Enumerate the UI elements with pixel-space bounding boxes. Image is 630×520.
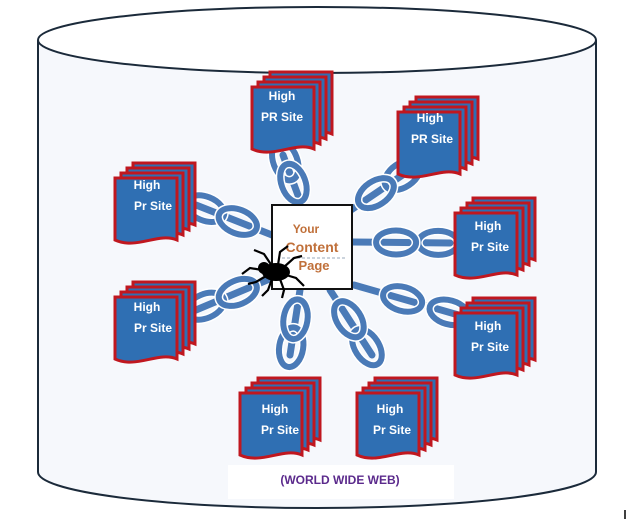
site-label-line2: PR Site (411, 132, 453, 146)
site-label-line2: Pr Site (471, 340, 509, 354)
site-label-line1: High (262, 402, 289, 416)
site-top: High PR Site (250, 70, 334, 154)
site-label-line1: High (475, 319, 502, 333)
site-label-line2: Pr Site (134, 321, 172, 335)
site-label-line1: High (134, 300, 161, 314)
site-label-line1: High (134, 178, 161, 192)
chain-links (181, 137, 474, 372)
site-label-line1: High (377, 402, 404, 416)
site-left-lower: High Pr Site (113, 280, 197, 364)
site-label-line2: Pr Site (261, 423, 299, 437)
chain-bottom-left (274, 286, 313, 372)
site-right-lower: High Pr Site (453, 296, 537, 380)
site-left-upper: High Pr Site (113, 161, 197, 245)
chain-top (267, 137, 312, 210)
site-label-line2: Pr Site (471, 240, 509, 254)
spider-icon (241, 245, 305, 299)
site-label-line2: Pr Site (373, 423, 411, 437)
site-bottom-right: High Pr Site (355, 376, 439, 460)
center-line1: Your (293, 222, 320, 236)
site-right-upper: High Pr Site (453, 196, 537, 280)
site-label-line1: High (417, 111, 444, 125)
site-label-line2: Pr Site (134, 199, 172, 213)
chain-right-lower (350, 281, 474, 330)
chain-bottom-right (326, 286, 387, 370)
site-label-line1: High (269, 89, 296, 103)
site-label-line1: High (475, 219, 502, 233)
center-line3: Page (298, 258, 329, 273)
caption-box (228, 465, 454, 499)
caption: (WORLD WIDE WEB) (280, 473, 399, 487)
site-bottom-left: High Pr Site (238, 376, 322, 460)
chain-left-upper (181, 190, 276, 240)
center-line2: Content (286, 239, 339, 255)
site-label-line2: PR Site (261, 110, 303, 124)
chain-right-upper (348, 225, 463, 260)
site-top-right: High PR Site (396, 95, 480, 179)
